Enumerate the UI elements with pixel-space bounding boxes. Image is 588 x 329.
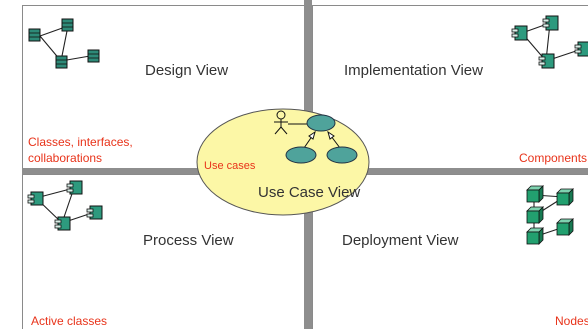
use-case-view-title: Use Case View [258, 184, 361, 201]
deployment-view-title: Deployment View [342, 232, 459, 249]
class-diagram-icon [28, 18, 100, 69]
design-view-title: Design View [145, 62, 229, 79]
use-case-view-oval [196, 108, 370, 216]
implementation-view-title: Implementation View [344, 62, 483, 79]
use-cases-note: Use cases [204, 160, 256, 172]
process-view-title: Process View [143, 232, 234, 249]
design-view-note-line2: collaborations [28, 151, 103, 165]
node-cube-top [526, 185, 544, 203]
component-diagram-icon [511, 15, 588, 69]
use-case-diagram-icon [274, 110, 358, 164]
node-diagram-icon [526, 185, 574, 245]
design-view-note-line1: Classes, interfaces, [28, 135, 133, 149]
deployment-view-panel [312, 174, 588, 329]
deployment-view-note: Nodes [555, 314, 588, 328]
implementation-view-note: Components [519, 151, 588, 165]
process-view-note: Active classes [31, 314, 108, 328]
actor-icon [274, 110, 288, 135]
active-class-diagram-icon [27, 180, 103, 231]
